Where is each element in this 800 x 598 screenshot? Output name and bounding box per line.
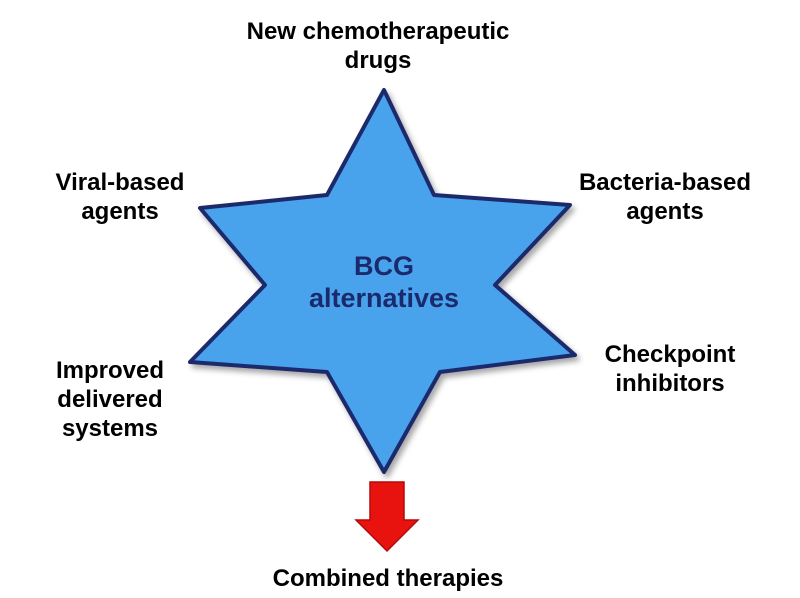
label-lower-right: Checkpoint inhibitors xyxy=(580,340,760,398)
label-top-line-2: drugs xyxy=(344,47,412,74)
label-upper-left-line-2: agents xyxy=(81,198,159,225)
label-upper-right-line-2: agents xyxy=(626,198,704,225)
label-lower-left-line-3: systems xyxy=(61,415,159,442)
center-label: BCG alternatives xyxy=(272,250,496,314)
label-lower-left-line-2: delivered xyxy=(57,386,163,413)
label-top: New chemotherapeutic drugs xyxy=(208,17,548,75)
center-label-line-2: alternatives xyxy=(308,283,460,313)
label-upper-right: Bacteria-based agents xyxy=(560,168,770,226)
label-upper-left: Viral-based agents xyxy=(30,168,210,226)
label-upper-left-line-1: Viral-based xyxy=(55,169,185,196)
down-arrow-icon xyxy=(354,481,420,553)
label-upper-right-line-1: Bacteria-based xyxy=(578,169,752,196)
six-point-star xyxy=(188,88,577,474)
label-bottom: Combined therapies xyxy=(220,564,556,593)
center-label-line-1: BCG xyxy=(354,251,414,281)
label-lower-right-line-1: Checkpoint xyxy=(604,341,736,368)
label-top-line-1: New chemotherapeutic xyxy=(246,18,510,45)
label-lower-left: Improved delivered systems xyxy=(30,356,190,443)
label-lower-left-line-1: Improved xyxy=(55,357,165,384)
label-bottom-line-1: Combined therapies xyxy=(272,565,504,592)
label-lower-right-line-2: inhibitors xyxy=(615,370,725,397)
